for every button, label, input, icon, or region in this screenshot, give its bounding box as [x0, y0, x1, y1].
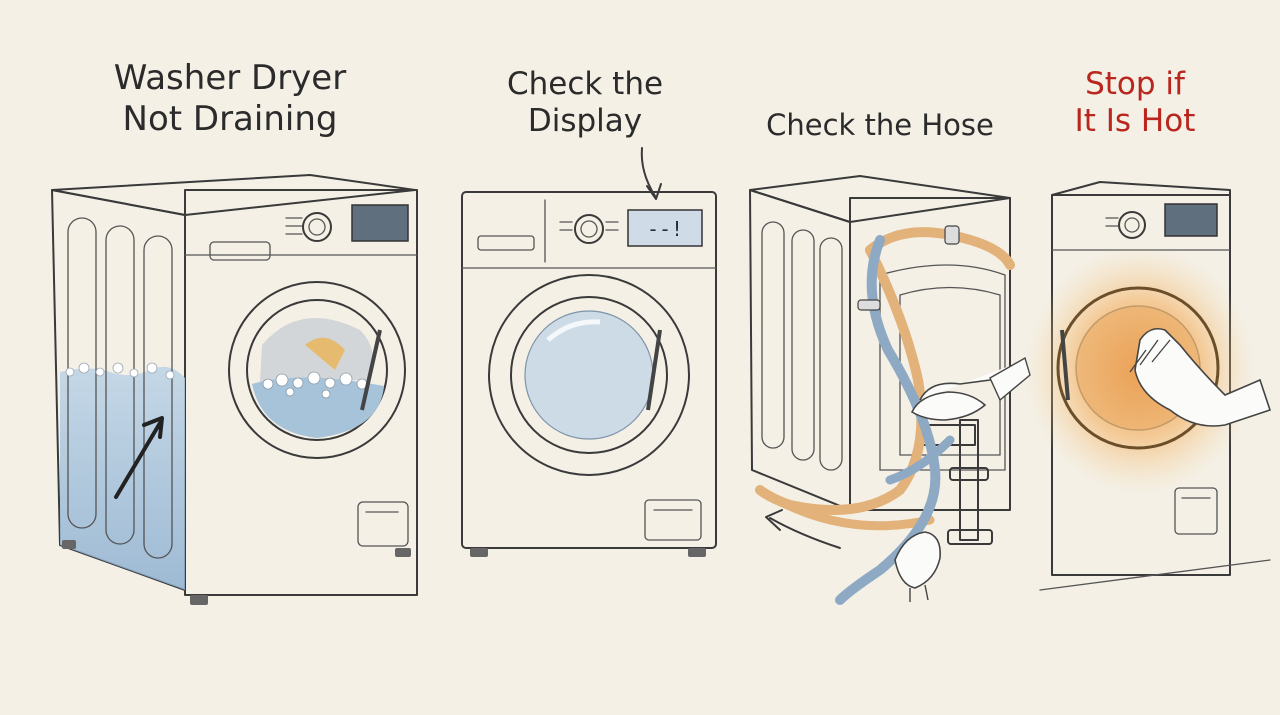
title-line: Display	[527, 103, 643, 140]
title-line: Stop if	[1085, 66, 1185, 102]
washer-hot-door-illustration	[1025, 181, 1272, 591]
title-line: Washer Dryer	[113, 58, 347, 98]
panel-title-hot: Stop if It Is Hot	[1030, 66, 1240, 140]
panel-title-hose: Check the Hose	[745, 108, 1015, 143]
washer-hose-illustration	[749, 175, 1031, 605]
panel-title-display: Check the Display	[450, 66, 720, 140]
title-line: Not Draining	[122, 98, 338, 139]
title-line: It Is Hot	[1074, 103, 1196, 140]
panel-title-not-draining: Washer Dryer Not Draining	[40, 58, 420, 140]
washer-display-illustration: --!	[461, 147, 717, 557]
display-error-readout: --!	[647, 217, 683, 241]
washer-flooded-illustration	[51, 174, 418, 605]
title-line: Check the Hose	[766, 108, 994, 142]
title-line: Check the	[506, 66, 664, 102]
